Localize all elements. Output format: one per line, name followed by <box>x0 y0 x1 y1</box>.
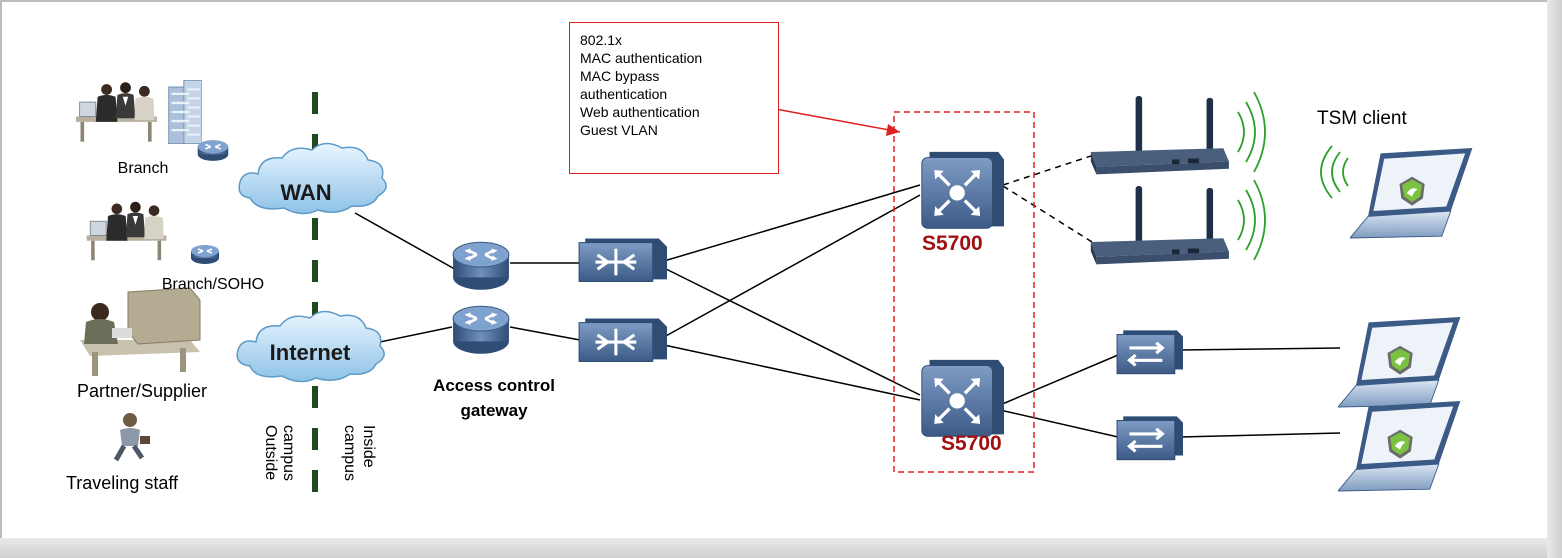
soho-people-icon <box>86 201 167 261</box>
gateway-label-line-1: Access control <box>433 376 555 395</box>
inside-line-1: Inside <box>360 425 377 468</box>
building-icon <box>168 80 202 144</box>
auth-method-item: Web authentication <box>580 104 700 120</box>
link-core1-ap1 <box>1002 152 1101 186</box>
aggregation-switch-icon-1 <box>577 236 667 284</box>
traveling-staff-icon <box>113 413 150 462</box>
access-switch-icon-2 <box>1115 414 1183 462</box>
link-core1-ap2 <box>1002 185 1101 248</box>
partner-desk-icon <box>80 287 201 376</box>
wired-links <box>354 184 1341 438</box>
auth-method-item: MAC authentication <box>580 50 703 66</box>
callout-pointer <box>769 107 901 133</box>
s5700-label-top: S5700 <box>922 232 983 255</box>
gateway-label-line-2: gateway <box>460 401 528 420</box>
right-shadow <box>1547 0 1562 558</box>
outside-line-2: campus <box>280 425 297 481</box>
s5700-switch-icon-1 <box>920 150 1004 230</box>
outside-line-1: Outside <box>262 425 279 480</box>
tsm-client-label: TSM client <box>1317 108 1407 129</box>
aggregation-switch-icon-2 <box>577 316 667 364</box>
bottom-shadow <box>0 538 1562 558</box>
s5700-switch-icon-2 <box>920 358 1004 438</box>
link-core2-acc2 <box>999 409 1119 438</box>
access-point-icon-1 <box>1090 96 1229 175</box>
link-sw2-core2 <box>663 344 921 401</box>
traveling-staff-label: Traveling staff <box>66 473 179 493</box>
wireless-links <box>1002 152 1101 248</box>
link-internet-router <box>379 326 453 343</box>
s5700-label-bottom: S5700 <box>941 432 1002 455</box>
auth-method-item: MAC bypass <box>580 68 660 84</box>
branch-people-icon <box>76 81 158 143</box>
link-acc1-laptop <box>1179 347 1341 351</box>
wan-cloud: WAN <box>238 142 387 215</box>
client-laptop-icon-1 <box>1338 316 1461 408</box>
link-wan-router <box>354 212 461 273</box>
link-router2-switch <box>509 326 581 341</box>
tsm-client-laptop-icon <box>1350 147 1473 239</box>
auth-method-item: authentication <box>580 86 668 102</box>
branch-router-icon <box>196 139 230 162</box>
auth-methods-callout: 802.1x MAC authentication MAC bypass aut… <box>569 22 779 174</box>
link-sw2-core1 <box>663 194 921 338</box>
inside-campus-label: Inside campus <box>341 425 377 481</box>
gateway-router-icon-2 <box>451 304 511 356</box>
client-laptop-icon-2 <box>1338 400 1461 492</box>
soho-router-icon <box>190 244 220 265</box>
internet-cloud: Internet <box>236 310 385 383</box>
auth-method-item: 802.1x <box>580 32 623 48</box>
callout-pointer-head <box>886 124 900 136</box>
auth-method-item: Guest VLAN <box>580 122 658 138</box>
auth-zone-box <box>893 111 1035 473</box>
wan-label: WAN <box>280 180 331 205</box>
link-sw1-core2 <box>663 267 921 396</box>
link-core2-acc1 <box>999 354 1119 406</box>
partner-label: Partner/Supplier <box>77 381 207 401</box>
gateway-router-icon-1 <box>451 240 511 292</box>
access-point-icon-2 <box>1090 186 1229 265</box>
internet-label: Internet <box>270 340 351 365</box>
inside-line-2: campus <box>341 425 358 481</box>
branch-soho-label: Branch/SOHO <box>162 276 264 293</box>
wifi-waves-icon <box>1237 91 1349 261</box>
outside-campus-label: Outside campus <box>262 425 297 481</box>
branch-label: Branch <box>118 160 169 177</box>
link-sw1-core1 <box>663 184 921 262</box>
access-switch-icon-1 <box>1115 328 1183 376</box>
link-acc2-laptop <box>1179 432 1341 438</box>
